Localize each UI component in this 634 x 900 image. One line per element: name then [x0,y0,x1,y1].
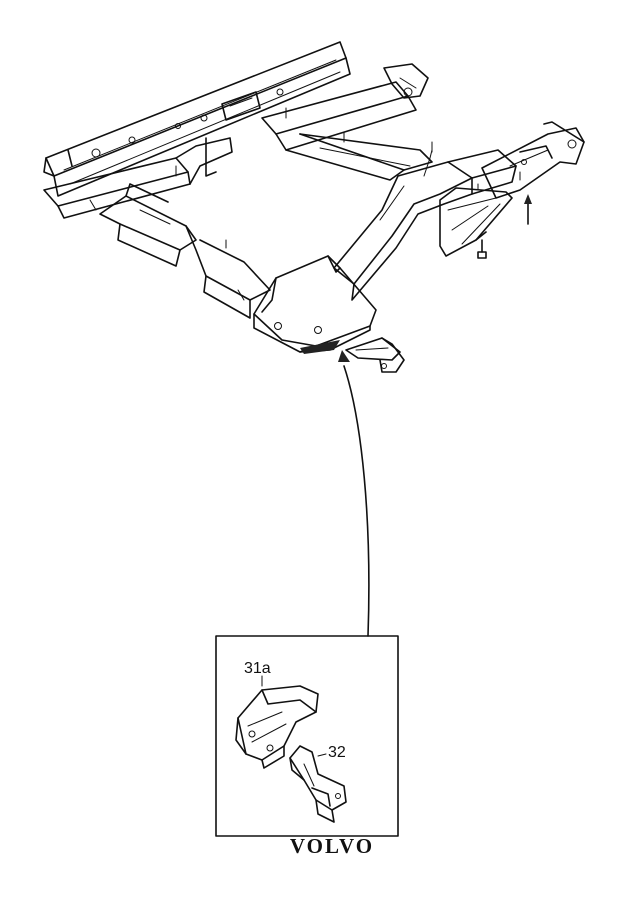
right-frame-rail [333,149,517,301]
up-arrow-icon [524,194,532,225]
callout-label-32: 32 [328,744,346,761]
left-floor-channel [43,137,233,219]
upper-crossmember [261,63,429,151]
right-bracket-assembly [481,121,585,199]
side-rail [43,41,351,197]
detail-inset [215,635,399,837]
bolt-icon [477,239,487,259]
center-floor-section [253,255,377,354]
callout-label-31a: 31a [244,660,271,677]
main-crossmember [99,183,271,319]
part-31a [235,675,319,769]
diagonal-brace [285,133,433,181]
chassis-frame-assembly [43,41,585,373]
part-32 [289,745,347,823]
front-bracket [345,337,405,373]
leader-arrow [338,350,370,637]
volvo-logo: VOLVO [289,834,375,858]
reference-ticks [175,107,521,191]
gusset-bracket [439,187,513,257]
